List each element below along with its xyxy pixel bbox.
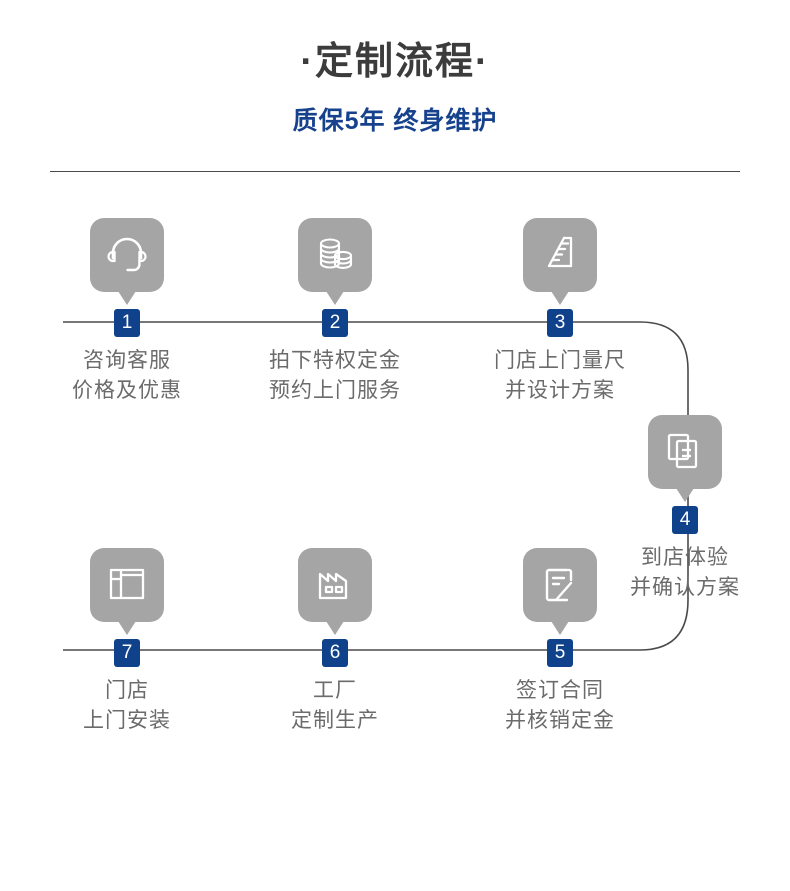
step-7-icon-tile (90, 548, 164, 635)
step-5-caption: 签订合同 并核销定金 (480, 676, 640, 737)
contract-sign-icon (545, 568, 573, 602)
step-2[interactable]: 2 拍下特权定金 预约上门服务 (255, 218, 415, 407)
step-4-icon-tile (648, 415, 722, 502)
step-1-icon-tile (90, 218, 164, 305)
step-5-caption-line1: 签订合同 (516, 679, 604, 702)
step-2-caption-line1: 拍下特权定金 (269, 349, 401, 372)
header-divider (50, 171, 740, 172)
step-2-caption-line2: 预约上门服务 (269, 379, 401, 403)
step-5[interactable]: 5 签订合同 并核销定金 (480, 548, 640, 737)
step-3-caption: 门店上门量尺 并设计方案 (480, 346, 640, 407)
step-3-caption-line1: 门店上门量尺 (494, 349, 626, 372)
documents-icon (667, 433, 698, 469)
step-5-badge: 5 (547, 639, 573, 667)
headset-icon (107, 237, 147, 272)
step-3-caption-line2: 并设计方案 (505, 379, 615, 403)
step-1[interactable]: 1 咨询客服 价格及优惠 (47, 218, 207, 407)
step-6-badge: 6 (322, 639, 348, 667)
step-3-icon-tile (523, 218, 597, 305)
step-4-badge: 4 (672, 506, 698, 534)
header: ·定制流程· 质保5年 终身维护 (0, 0, 790, 135)
step-3[interactable]: 3 门店上门量尺 并设计方案 (480, 218, 640, 407)
step-6[interactable]: 6 工厂 定制生产 (255, 548, 415, 737)
step-4[interactable]: 4 到店体验 并确认方案 (605, 415, 765, 604)
page-subtitle: 质保5年 终身维护 (292, 106, 498, 135)
step-1-badge: 1 (114, 309, 140, 337)
step-5-icon-tile (523, 548, 597, 635)
step-7-caption: 门店 上门安装 (47, 676, 207, 737)
step-7-badge: 7 (114, 639, 140, 667)
step-1-caption: 咨询客服 价格及优惠 (47, 346, 207, 407)
step-6-caption-line2: 定制生产 (291, 709, 379, 733)
coins-stack-icon (319, 238, 353, 269)
step-2-badge: 2 (322, 309, 348, 337)
step-1-caption-line2: 价格及优惠 (72, 379, 182, 403)
step-7-caption-line2: 上门安装 (83, 709, 171, 733)
step-1-caption-line1: 咨询客服 (83, 349, 171, 372)
step-4-caption: 到店体验 并确认方案 (605, 543, 765, 604)
step-7-caption-line1: 门店 (105, 679, 149, 702)
step-2-caption: 拍下特权定金 预约上门服务 (255, 346, 415, 407)
step-6-icon-tile (298, 548, 372, 635)
step-4-caption-line1: 到店体验 (641, 546, 729, 569)
step-2-icon-tile (298, 218, 372, 305)
ruler-icon (547, 236, 573, 268)
step-4-caption-line2: 并确认方案 (630, 576, 740, 600)
page-title: ·定制流程· (300, 41, 490, 83)
step-7[interactable]: 7 门店 上门安装 (47, 548, 207, 737)
step-6-caption: 工厂 定制生产 (255, 676, 415, 737)
step-3-badge: 3 (547, 309, 573, 337)
step-6-caption-line1: 工厂 (313, 679, 357, 702)
cabinet-layout-icon (109, 568, 145, 600)
factory-icon (318, 572, 348, 600)
step-5-caption-line2: 并核销定金 (505, 709, 615, 733)
